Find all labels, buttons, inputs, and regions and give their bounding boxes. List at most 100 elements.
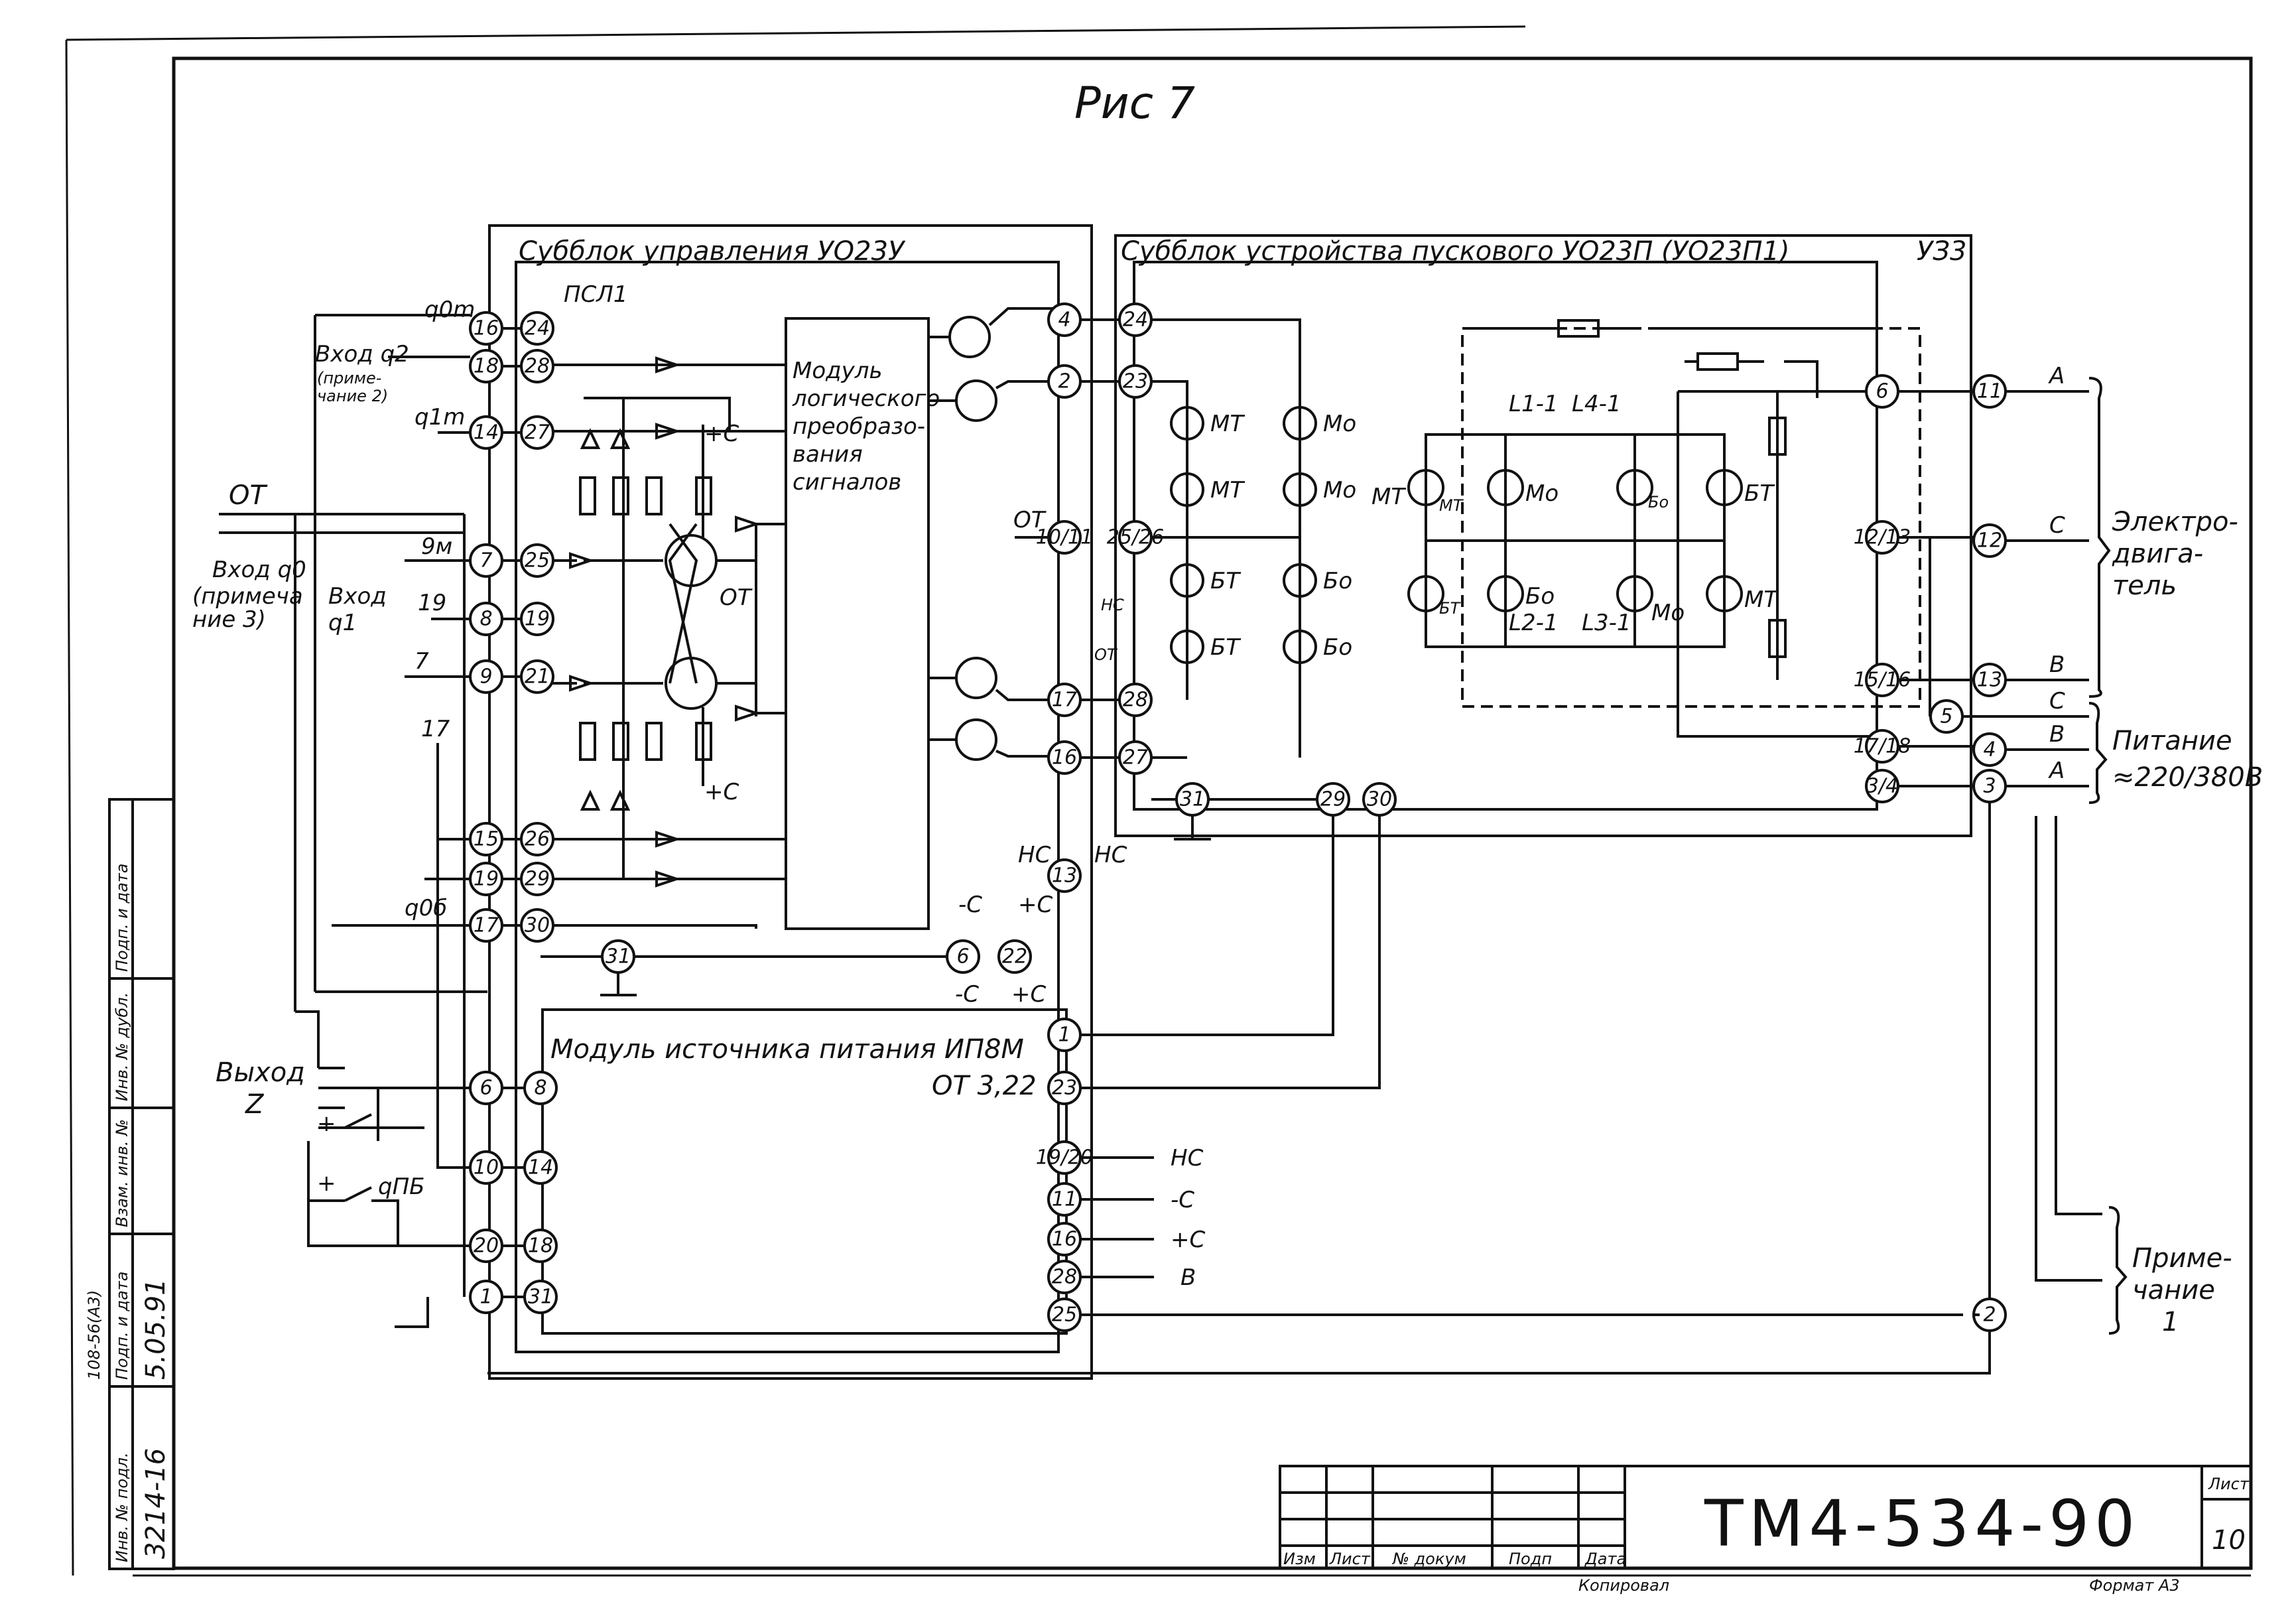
svg-text:31: 31 [528,1286,553,1309]
svg-text:6: 6 [479,1077,492,1100]
led-bo-2: Бо [1323,634,1352,661]
pin: 17 [1047,683,1082,717]
inductor-l2-1: L2-1 [1509,610,1558,636]
svg-text:12: 12 [1977,529,2002,553]
led-mt-1: МТ [1210,411,1245,437]
psl-label: ПСЛ1 [564,281,628,308]
phase-c-motor: С [2049,512,2065,539]
svg-text:11: 11 [1052,1188,1077,1211]
svg-text:1: 1 [479,1286,492,1309]
motor-label: Электро- двига- тель [2112,507,2247,601]
aux-pins: 31 6 22 [601,939,1032,974]
stamp-inv-dubl: Инв. № дубл. [113,992,131,1101]
pin: 24 [520,311,554,346]
svg-text:14: 14 [528,1156,553,1179]
motor-brace [2088,377,2111,698]
supply-label: Питание ≈220/380В [2112,726,2263,793]
logic-module-label: Модуль логического преобразо- вания сигн… [792,358,947,496]
pin: 25 [520,543,554,578]
pin: 16 [1047,740,1082,775]
pin: 4 [1972,732,2007,767]
title-col-izm: Изм [1283,1550,1316,1568]
title-col-podp: Подп [1509,1550,1552,1568]
n19-label: 19 [418,590,446,616]
power-module-title: Модуль источника питания ИП8М [550,1034,1024,1065]
control-subblock-title: Субблок управления УО23У [519,236,906,267]
thy-bt-b: БТ [1744,480,1775,507]
pin: 25 [1047,1298,1082,1332]
pcb-ot-label: ОТ [720,584,753,611]
svg-text:31: 31 [1180,788,1205,811]
pin: 4 [1047,302,1082,337]
control-subblock-frame [488,224,1093,1380]
pin: 28 [1047,1260,1082,1294]
transistor-leads [928,307,1058,758]
contact-switches [344,1113,372,1202]
output-wires [307,514,470,1328]
pin: 11 [1047,1182,1082,1217]
output-transistors [948,316,997,761]
svg-text:6: 6 [956,945,969,969]
pin: 6 [1865,374,1899,409]
svg-text:5: 5 [1940,705,1952,728]
pin: 23 [1047,1071,1082,1105]
svg-text:16: 16 [474,317,499,340]
pin: 21 [520,659,554,694]
svg-text:25: 25 [525,549,550,572]
thy-mt-left: МТ [1371,484,1406,510]
svg-text:16: 16 [1052,746,1077,770]
svg-text:6: 6 [1876,380,1888,403]
margin-stamp: Инв. № подл. Подп. и дата Взам. инв. № И… [85,798,175,1570]
svg-text:23: 23 [1123,370,1148,393]
pin: 19 [520,602,554,636]
thy-bo-a: Бо [1525,583,1555,610]
power-out-plus-c: +С [1171,1227,1205,1253]
title-col-data: Дата [1584,1550,1626,1568]
pin: 22 [997,939,1032,974]
svg-text:16: 16 [1052,1228,1077,1251]
svg-text:10: 10 [474,1156,499,1179]
pin: 28 [520,349,554,383]
starter-led-bus [1151,318,1301,759]
ns-right-label: НС [1094,842,1127,868]
q0b-label: q0б [405,895,447,921]
stamp-inv-podl: Инв. № подл. [113,1452,131,1562]
led-bt-2: БТ [1210,634,1241,661]
starter-bottom-pins: 31 29 30 [1175,782,1397,817]
snubber-resistor [1557,319,1600,338]
inductor-l4-1: L4-1 [1572,391,1621,417]
pin: 27 [1118,740,1153,775]
svg-text:27: 27 [525,421,550,444]
svg-text:26: 26 [525,828,550,851]
ot-small-label: ОТ [1094,645,1118,664]
pin: 11 [1972,374,2007,409]
starter-right-pins: 6 12/13 15/16 17/18 3/4 [1854,374,1911,803]
svg-text:19: 19 [525,608,550,631]
svg-text:15: 15 [474,828,499,851]
stamp-podp-data-2: Подп. и дата [113,864,131,973]
starter-bottom-links [1151,798,1317,840]
vyhod-label: Выход Z [216,1057,314,1120]
svg-text:31: 31 [606,945,631,969]
stamp-vzam: Взам. инв. № [113,1119,131,1227]
svg-text:1: 1 [1058,1024,1070,1047]
pin: 19/20 [1036,1140,1093,1175]
svg-text:14: 14 [474,421,499,444]
pcb-plus-c-top: +С [704,421,739,447]
svg-text:9: 9 [479,665,492,689]
svg-text:22: 22 [1002,945,1027,969]
led-mo-1: Мо [1323,411,1356,437]
indicator-leds [1170,406,1317,664]
svg-text:25: 25 [1052,1304,1077,1327]
svg-text:4: 4 [1983,738,1996,762]
pin: 29 [1316,782,1350,817]
svg-text:20: 20 [474,1235,499,1258]
thy-bt-a: БТ [1439,599,1461,618]
control-pins-inner: 24 28 27 25 19 21 26 29 30 [520,311,554,943]
led-mt-2: МТ [1210,477,1245,503]
svg-text:24: 24 [525,317,550,340]
n17-label: 17 [421,716,450,742]
svg-text:24: 24 [1123,308,1148,332]
ot-input-label: ОТ [229,480,268,511]
starter-subblock-frame [1114,234,1972,837]
